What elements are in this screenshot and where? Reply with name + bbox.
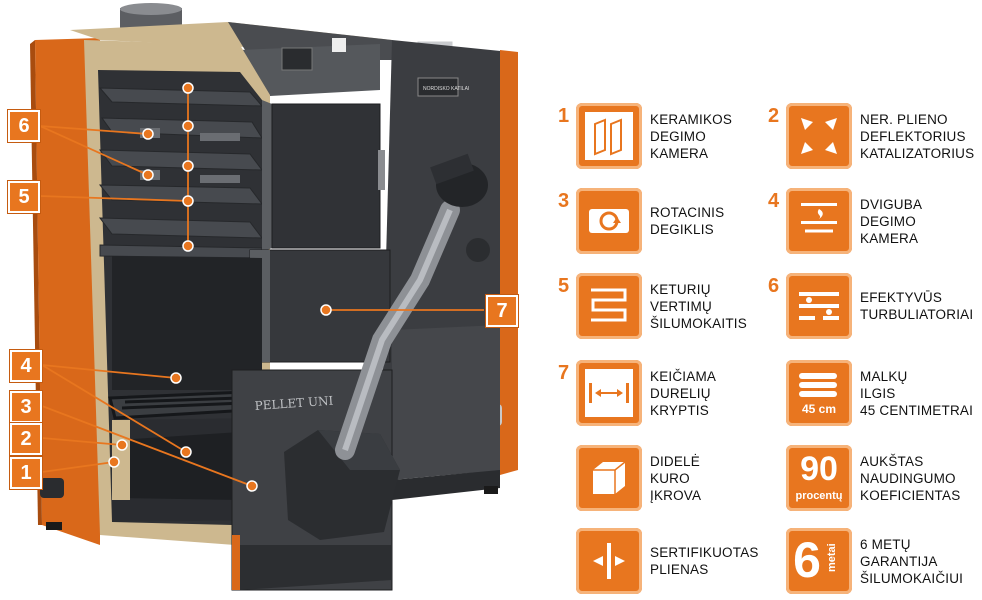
middle-door xyxy=(249,249,391,363)
callout-3: 3 xyxy=(10,391,42,423)
deflector-icon xyxy=(786,103,852,169)
double-chamber-icon xyxy=(786,188,852,254)
combustion-chamber xyxy=(112,256,262,390)
display-screen xyxy=(281,47,313,71)
warranty-icon: 6 metai xyxy=(786,528,852,594)
callout-2: 2 xyxy=(10,423,42,455)
door-direction-icon xyxy=(576,360,642,426)
left-casing xyxy=(35,38,100,545)
callout-7: 7 xyxy=(486,295,518,327)
callout-4: 4 xyxy=(10,350,42,382)
callout-1: 1 xyxy=(10,457,42,489)
rotary-burner-icon xyxy=(576,188,642,254)
model-label: PELLET UNI xyxy=(254,394,334,413)
fuel-load-icon xyxy=(576,445,642,511)
certified-steel-icon xyxy=(576,528,642,594)
right-casing xyxy=(500,50,518,475)
brand-badge xyxy=(417,77,459,97)
boiler-illustration: PELLET UNI NORDISKO KATILAI xyxy=(30,3,518,591)
control-logo xyxy=(332,38,346,52)
heat-exchanger-icon xyxy=(576,273,642,339)
log-length-icon: 45 cm xyxy=(786,360,852,426)
upper-door xyxy=(271,103,381,249)
leader-dots xyxy=(108,82,332,492)
efficiency-icon: 90 procentų xyxy=(786,445,852,511)
feature-number: 1 xyxy=(558,105,570,127)
turbulator-icon xyxy=(786,273,852,339)
badge-label: NORDISKO KATILAI xyxy=(423,86,469,92)
callout-5: 5 xyxy=(8,181,40,213)
ceramic-chamber-icon xyxy=(576,103,642,169)
callout-6: 6 xyxy=(8,110,40,142)
